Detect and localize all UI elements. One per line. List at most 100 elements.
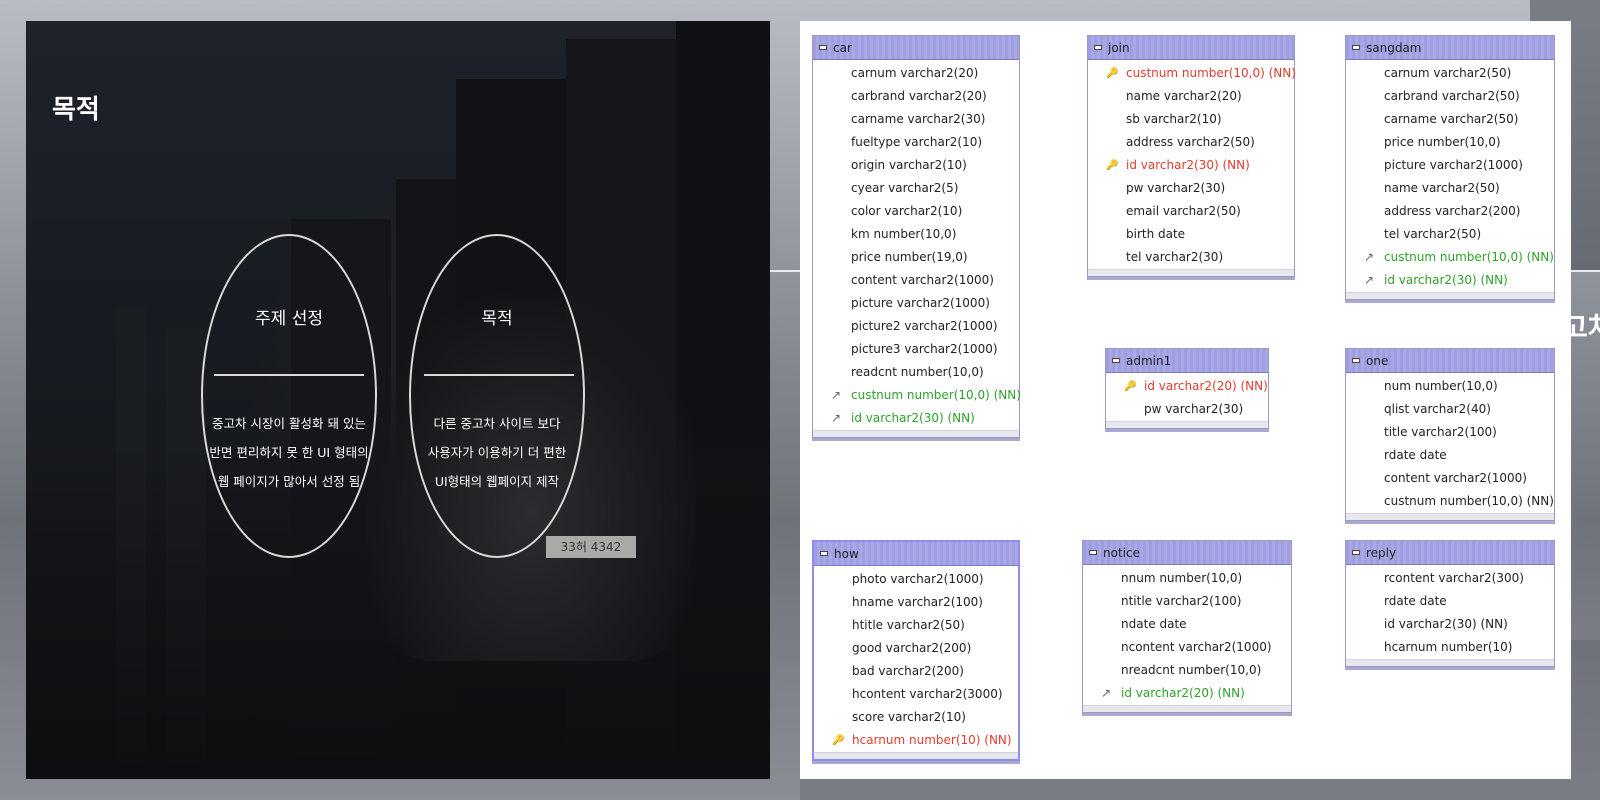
erd-column[interactable]: nnum number(10,0)	[1083, 567, 1291, 590]
erd-column[interactable]: carname varchar2(50)	[1346, 108, 1554, 131]
erd-column[interactable]: qlist varchar2(40)	[1346, 398, 1554, 421]
erd-column[interactable]: cyear varchar2(5)	[813, 177, 1019, 200]
erd-column[interactable]: photo varchar2(1000)	[814, 568, 1018, 591]
erd-column[interactable]: hcontent varchar2(3000)	[814, 683, 1018, 706]
erd-column[interactable]: picture varchar2(1000)	[813, 292, 1019, 315]
erd-column-text: km number(10,0)	[851, 227, 957, 241]
erd-column[interactable]: content varchar2(1000)	[1346, 467, 1554, 490]
erd-column-text: price number(19,0)	[851, 250, 968, 264]
erd-column[interactable]: fueltype varchar2(10)	[813, 131, 1019, 154]
erd-column[interactable]: tel varchar2(50)	[1346, 223, 1554, 246]
erd-table-footer	[1083, 705, 1291, 712]
erd-column[interactable]: address varchar2(200)	[1346, 200, 1554, 223]
erd-column-text: address varchar2(200)	[1384, 204, 1521, 218]
erd-column[interactable]: ntitle varchar2(100)	[1083, 590, 1291, 613]
erd-column[interactable]: ↗id varchar2(30) (NN)	[1346, 269, 1554, 292]
erd-column[interactable]: bad varchar2(200)	[814, 660, 1018, 683]
erd-column[interactable]: name varchar2(50)	[1346, 177, 1554, 200]
erd-column[interactable]: carbrand varchar2(20)	[813, 85, 1019, 108]
erd-column[interactable]: ↗custnum number(10,0) (NN)	[1346, 246, 1554, 269]
collapse-icon[interactable]	[1112, 358, 1120, 363]
erd-table-header[interactable]: car	[813, 36, 1019, 60]
erd-column[interactable]: ↗id varchar2(30) (NN)	[813, 407, 1019, 430]
erd-column-text: sb varchar2(10)	[1126, 112, 1222, 126]
collapse-icon[interactable]	[820, 551, 828, 556]
erd-column[interactable]: email varchar2(50)	[1088, 200, 1294, 223]
collapse-icon[interactable]	[1352, 45, 1360, 50]
erd-table-header[interactable]: one	[1346, 349, 1554, 373]
topic-line: 웹 페이지가 많아서 선정 됨	[217, 474, 361, 489]
erd-column[interactable]: rdate date	[1346, 590, 1554, 613]
erd-column-text: birth date	[1126, 227, 1186, 241]
erd-table-admin1[interactable]: admin1🔑id varchar2(20) (NN)pw varchar2(3…	[1105, 348, 1269, 429]
erd-column[interactable]: readcnt number(10,0)	[813, 361, 1019, 384]
erd-column[interactable]: birth date	[1088, 223, 1294, 246]
topic-description: 중고차 시장이 활성화 돼 있는 반면 편리하지 못 한 UI 형태의 웹 페이…	[201, 409, 377, 496]
erd-table-name: join	[1108, 40, 1130, 55]
erd-column[interactable]: price number(10,0)	[1346, 131, 1554, 154]
erd-column-text: good varchar2(200)	[852, 641, 972, 655]
erd-column-text: custnum number(10,0) (NN)	[851, 388, 1021, 402]
erd-column[interactable]: custnum number(10,0) (NN)	[1346, 490, 1554, 513]
erd-column[interactable]: carname varchar2(30)	[813, 108, 1019, 131]
erd-column[interactable]: hname varchar2(100)	[814, 591, 1018, 614]
erd-table-header[interactable]: how	[814, 542, 1018, 566]
erd-column[interactable]: id varchar2(30) (NN)	[1346, 613, 1554, 636]
topic-line: 중고차 시장이 활성화 돼 있는	[212, 416, 366, 431]
erd-column[interactable]: 🔑hcarnum number(10) (NN)	[814, 729, 1018, 752]
erd-table-header[interactable]: admin1	[1106, 349, 1268, 373]
erd-table-header[interactable]: join	[1088, 36, 1294, 60]
erd-table-header[interactable]: reply	[1346, 541, 1554, 565]
erd-column[interactable]: pw varchar2(30)	[1088, 177, 1294, 200]
erd-column[interactable]: 🔑id varchar2(20) (NN)	[1106, 375, 1268, 398]
erd-column[interactable]: ndate date	[1083, 613, 1291, 636]
foreign-key-icon: ↗	[1364, 250, 1375, 264]
collapse-icon[interactable]	[1352, 550, 1360, 555]
foreign-key-icon: ↗	[831, 411, 842, 425]
erd-column[interactable]: picture3 varchar2(1000)	[813, 338, 1019, 361]
erd-column[interactable]: ↗custnum number(10,0) (NN)	[813, 384, 1021, 407]
erd-column[interactable]: name varchar2(20)	[1088, 85, 1294, 108]
collapse-icon[interactable]	[1094, 45, 1102, 50]
erd-column[interactable]: carbrand varchar2(50)	[1346, 85, 1554, 108]
erd-column[interactable]: carnum varchar2(50)	[1346, 62, 1554, 85]
erd-column[interactable]: hcarnum number(10)	[1346, 636, 1554, 659]
collapse-icon[interactable]	[1352, 358, 1360, 363]
erd-column[interactable]: 🔑id varchar2(30) (NN)	[1088, 154, 1294, 177]
collapse-icon[interactable]	[1089, 550, 1097, 555]
erd-column[interactable]: origin varchar2(10)	[813, 154, 1019, 177]
erd-column[interactable]: 🔑custnum number(10,0) (NN)	[1088, 62, 1296, 85]
erd-column[interactable]: km number(10,0)	[813, 223, 1019, 246]
erd-column[interactable]: address varchar2(50)	[1088, 131, 1294, 154]
erd-column[interactable]: nreadcnt number(10,0)	[1083, 659, 1291, 682]
erd-column[interactable]: rcontent varchar2(300)	[1346, 567, 1554, 590]
erd-column[interactable]: price number(19,0)	[813, 246, 1019, 269]
erd-column[interactable]: ncontent varchar2(1000)	[1083, 636, 1291, 659]
erd-column[interactable]: title varchar2(100)	[1346, 421, 1554, 444]
erd-column[interactable]: pw varchar2(30)	[1106, 398, 1268, 421]
erd-column[interactable]: color varchar2(10)	[813, 200, 1019, 223]
erd-column[interactable]: content varchar2(1000)	[813, 269, 1019, 292]
collapse-icon[interactable]	[819, 45, 827, 50]
erd-column[interactable]: tel varchar2(30)	[1088, 246, 1294, 269]
erd-column[interactable]: picture varchar2(1000)	[1346, 154, 1554, 177]
erd-table-join[interactable]: join 🔑custnum number(10,0) (NN)name varch…	[1087, 35, 1296, 277]
erd-table-header[interactable]: sangdam	[1346, 36, 1554, 60]
erd-column[interactable]: htitle varchar2(50)	[814, 614, 1018, 637]
erd-column[interactable]: rdate date	[1346, 444, 1554, 467]
erd-column[interactable]: carnum varchar2(20)	[813, 62, 1019, 85]
erd-column[interactable]: good varchar2(200)	[814, 637, 1018, 660]
erd-column-text: hname varchar2(100)	[852, 595, 983, 609]
erd-table-header[interactable]: notice	[1083, 541, 1291, 565]
erd-column[interactable]: score varchar2(10)	[814, 706, 1018, 729]
erd-column[interactable]: sb varchar2(10)	[1088, 108, 1294, 131]
erd-column[interactable]: picture2 varchar2(1000)	[813, 315, 1019, 338]
erd-column[interactable]: ↗id varchar2(20) (NN)	[1083, 682, 1291, 705]
erd-column[interactable]: num number(10,0)	[1346, 375, 1554, 398]
